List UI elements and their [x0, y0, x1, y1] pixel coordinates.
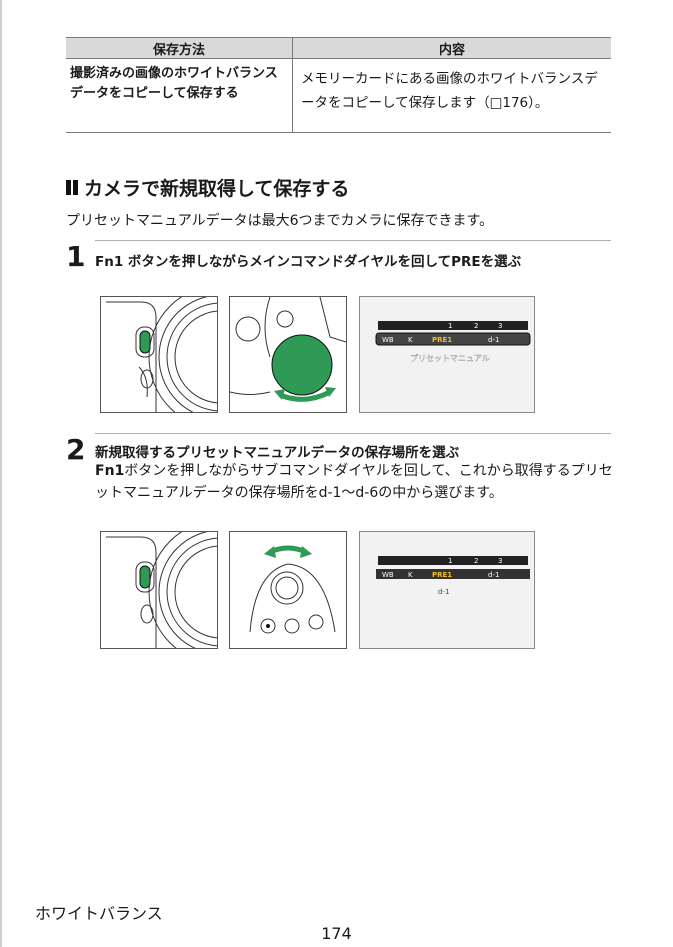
- screen2-tab-1: 1: [448, 557, 452, 565]
- page-margin-rule: [0, 0, 2, 947]
- screen1-tab-2: 2: [474, 322, 478, 330]
- screen1-item-k: K: [408, 336, 413, 344]
- save-method-table: 保存方法 内容 撮影済みの画像のホワイトバランスデータをコピーして保存する メモ…: [66, 37, 611, 133]
- screen1-item-pre: PRE1: [432, 336, 452, 344]
- screen1-caption: プリセットマニュアル: [410, 354, 490, 363]
- step-2-body-text: ボタンを押しながらサブコマンドダイヤルを回して、これから取得するプリセットマニュ…: [95, 463, 613, 501]
- table-header-content: 内容: [292, 37, 611, 59]
- main-command-dial-illustration: [229, 296, 347, 413]
- sub-command-dial-illustration: [229, 531, 347, 649]
- camera-menu-screen-2: 1 2 3 WB K PRE1 d-1 d-1: [359, 531, 535, 649]
- step-1-title: Fn1 ボタンを押しながらメインコマンドダイヤルを回してPREを選ぶ: [95, 254, 522, 270]
- section-heading: カメラで新規取得して保存する: [66, 174, 349, 201]
- screen1-item-d1: d-1: [488, 336, 499, 344]
- screen1-item-wb: WB: [382, 336, 394, 344]
- page-number: 174: [321, 924, 352, 943]
- fn1-label: Fn1: [95, 463, 125, 479]
- step-1-number: 1: [66, 240, 86, 273]
- section-heading-text: カメラで新規取得して保存する: [84, 178, 350, 200]
- screen1-tab-3: 3: [498, 322, 502, 330]
- step-2-number: 2: [66, 433, 86, 466]
- screen2-item-d1: d-1: [488, 571, 499, 579]
- screen2-item-pre: PRE1: [432, 571, 452, 579]
- table-cell-method: 撮影済みの画像のホワイトバランスデータをコピーして保存する: [66, 58, 293, 133]
- screen2-tab-3: 3: [498, 557, 502, 565]
- step-1-rule: [95, 240, 611, 241]
- step-2-rule: [95, 433, 611, 434]
- footer-section-label: ホワイトバランス: [35, 904, 163, 923]
- step-2-body: Fn1ボタンを押しながらサブコマンドダイヤルを回して、これから取得するプリセット…: [95, 460, 615, 504]
- screen2-tab-2: 2: [474, 557, 478, 565]
- screen1-tab-1: 1: [448, 322, 452, 330]
- table-row: 撮影済みの画像のホワイトバランスデータをコピーして保存する メモリーカードにある…: [66, 58, 611, 133]
- camera-menu-screen-1: 1 2 3 WB K PRE1 d-1 プリセットマニュアル: [359, 296, 535, 413]
- fn1-button-illustration: [100, 296, 218, 413]
- step-2-title: 新規取得するプリセットマニュアルデータの保存場所を選ぶ: [95, 445, 460, 461]
- table-header-method: 保存方法: [66, 37, 293, 59]
- section-intro: プリセットマニュアルデータは最大6つまでカメラに保存できます。: [66, 213, 494, 229]
- fn1-button-illustration-2: [100, 531, 218, 649]
- table-cell-content: メモリーカードにある画像のホワイトバランスデータをコピーして保存します（□176…: [292, 58, 611, 133]
- section-marker-icon: [66, 180, 78, 195]
- screen2-item-wb: WB: [382, 571, 394, 579]
- screen2-slot: d-1: [438, 588, 449, 596]
- screen2-item-k: K: [408, 571, 413, 579]
